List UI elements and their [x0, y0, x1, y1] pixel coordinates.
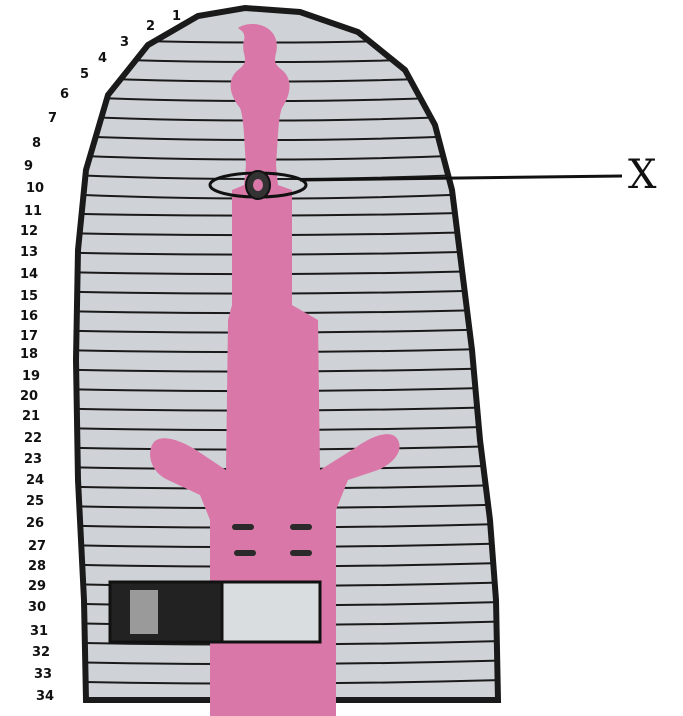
segment-number-19: 19 — [22, 369, 40, 384]
segment-number-2: 2 — [146, 19, 155, 34]
segment-number-17: 17 — [20, 329, 38, 344]
segment-number-20: 20 — [20, 389, 38, 404]
clitellum-band — [110, 582, 320, 642]
segment-number-30: 30 — [28, 600, 46, 615]
segment-number-22: 22 — [24, 431, 42, 446]
segment-number-15: 15 — [20, 289, 38, 304]
segment-number-24: 24 — [26, 473, 44, 488]
segment-number-13: 13 — [20, 245, 38, 260]
segment-number-21: 21 — [22, 409, 40, 424]
segment-number-8: 8 — [32, 136, 41, 151]
segment-number-3: 3 — [120, 35, 129, 50]
segment-number-28: 28 — [28, 559, 46, 574]
segment-number-14: 14 — [20, 267, 38, 282]
segment-number-4: 4 — [98, 51, 107, 66]
segment-number-32: 32 — [32, 645, 50, 660]
segment-number-27: 27 — [28, 539, 46, 554]
segment-number-26: 26 — [26, 516, 44, 531]
segment-number-25: 25 — [26, 494, 44, 509]
callout-label-x: X — [628, 152, 657, 198]
segment-number-23: 23 — [24, 452, 42, 467]
segment-number-18: 18 — [20, 347, 38, 362]
segment-number-10: 10 — [26, 181, 44, 196]
segment-number-1: 1 — [172, 9, 181, 24]
segment-number-11: 11 — [24, 204, 42, 219]
segment-number-31: 31 — [30, 624, 48, 639]
segment-number-16: 16 — [20, 309, 38, 324]
segment-number-9: 9 — [24, 159, 33, 174]
segment-number-29: 29 — [28, 579, 46, 594]
segment-number-7: 7 — [48, 111, 57, 126]
segment-number-5: 5 — [80, 67, 89, 82]
segment-number-12: 12 — [20, 224, 38, 239]
segment-number-34: 34 — [36, 689, 54, 704]
segment-number-6: 6 — [60, 87, 69, 102]
segment-number-33: 33 — [34, 667, 52, 682]
